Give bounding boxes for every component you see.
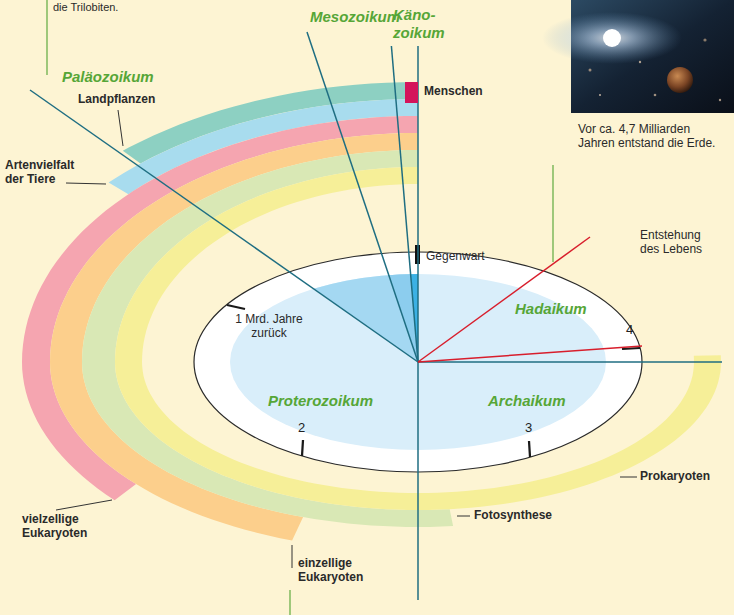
phanerozoic-wedge <box>30 0 418 362</box>
event-label: Artenvielfalt der Tiere <box>5 158 87 187</box>
era-label: Käno- zoikum <box>393 6 455 42</box>
era-label: Mesozoikum <box>310 8 400 26</box>
era-boundaries <box>30 32 722 600</box>
note-text: die Trilobiten. <box>53 1 118 14</box>
event-label: Landpflanzen <box>78 92 155 106</box>
era-label: Archaikum <box>488 392 566 410</box>
earth-photo <box>542 0 734 113</box>
event-label: Prokaryoten <box>640 469 710 483</box>
event-label: Entstehung des Lebens <box>640 228 712 257</box>
hadean-lines <box>418 237 642 362</box>
scale-number: 2 <box>298 420 305 436</box>
scale-number: 3 <box>525 420 532 436</box>
era-label: Proterozoikum <box>268 392 373 410</box>
photo-caption: Vor ca. 4,7 Milliarden Jahren entstand d… <box>578 122 728 151</box>
scale-number: 4 <box>626 322 633 338</box>
era-label: Hadaikum <box>515 300 587 318</box>
event-label: Menschen <box>424 84 483 98</box>
green-leaders <box>47 0 553 615</box>
present-label: Gegenwart <box>426 249 485 263</box>
era-label: Paläozoikum <box>62 68 154 86</box>
dial-ticks <box>227 305 640 457</box>
scale-label: 1 Mrd. Jahre zurück <box>230 312 308 341</box>
humans-bar <box>405 82 418 103</box>
event-label: einzellige Eukaryoten <box>298 556 380 585</box>
leader-lines <box>56 110 637 568</box>
event-label: vielzellige Eukaryoten <box>22 512 104 541</box>
event-label: Fotosynthese <box>474 508 552 522</box>
